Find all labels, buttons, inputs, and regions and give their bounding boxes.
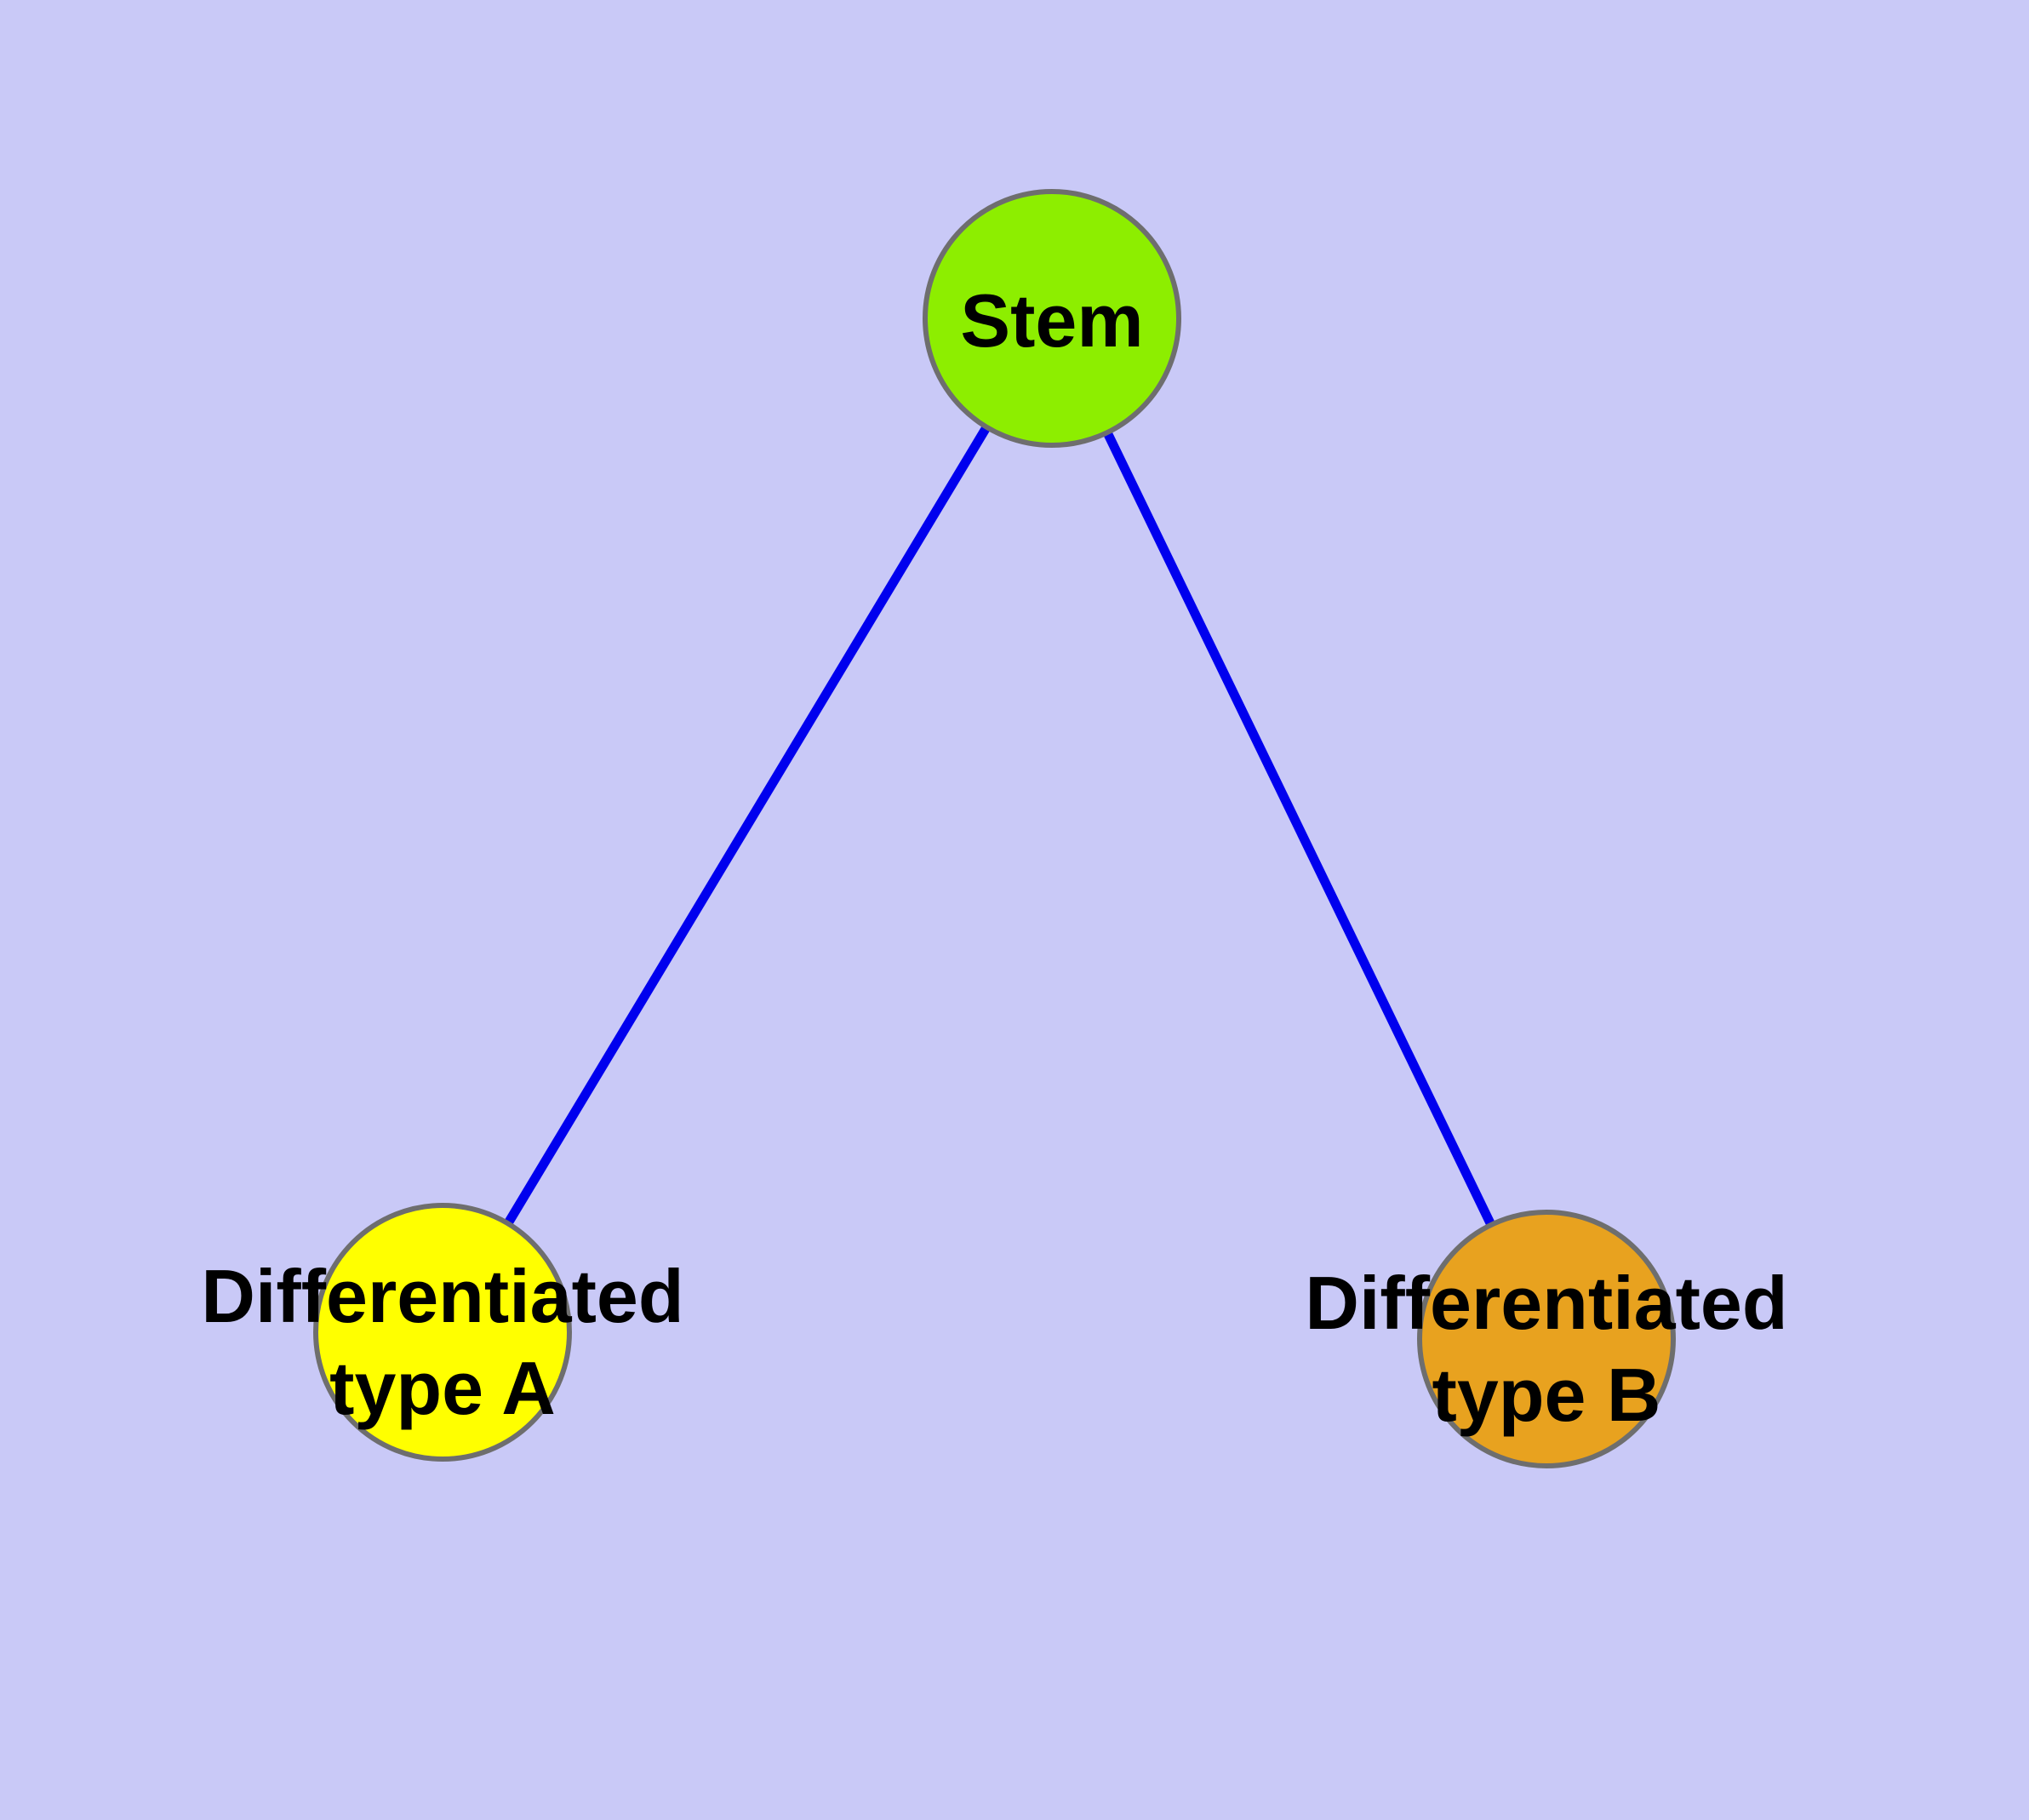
- edge-stem-to-type-a: [438, 316, 1056, 1335]
- node-type-b-label-line1: Differentiated: [1305, 1261, 1787, 1345]
- node-type-a-label-line2: type A: [329, 1346, 556, 1430]
- node-differentiated-type-a: Differentiated type A: [201, 1203, 684, 1462]
- edge-stem-to-type-b: [1048, 316, 1551, 1342]
- node-type-b-circle: [1417, 1210, 1676, 1468]
- node-stem-circle: [923, 189, 1181, 448]
- node-stem: Stem: [923, 189, 1181, 448]
- node-type-a-circle: [313, 1203, 572, 1462]
- node-stem-label: Stem: [960, 278, 1143, 363]
- node-type-b-label-line2: type B: [1432, 1353, 1661, 1437]
- node-differentiated-type-b: Differentiated type B: [1305, 1210, 1788, 1468]
- node-type-a-label-line1: Differentiated: [201, 1254, 683, 1338]
